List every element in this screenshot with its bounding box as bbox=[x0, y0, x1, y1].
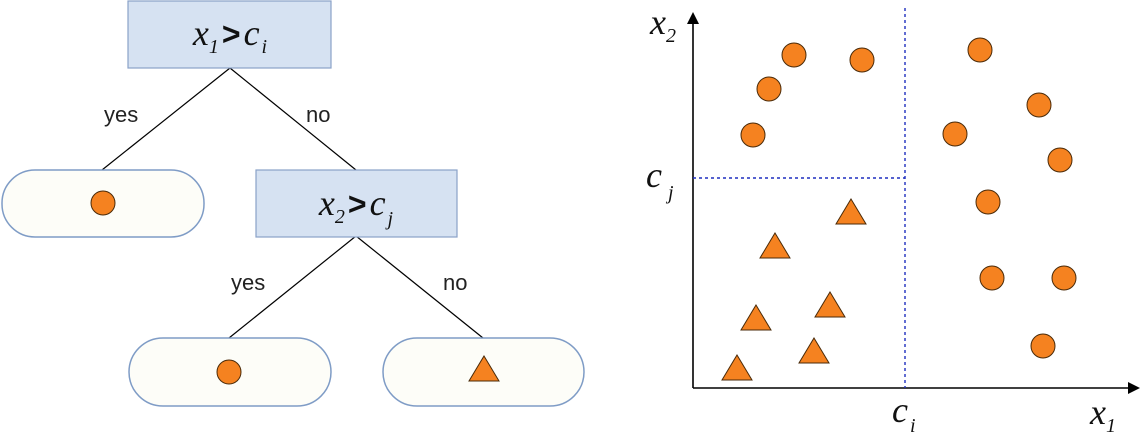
edge-label-root-yes: yes bbox=[104, 102, 138, 127]
edge-label-root-no: no bbox=[306, 102, 330, 127]
tree-edge-split2-yes bbox=[228, 235, 357, 339]
data-point-triangle bbox=[798, 337, 830, 364]
triangle-points bbox=[721, 198, 867, 381]
data-point-circle bbox=[740, 122, 766, 148]
tree-edge-root-no bbox=[229, 67, 357, 171]
leaf-node-1 bbox=[1, 169, 205, 238]
data-point-circle bbox=[1047, 147, 1073, 173]
data-point-circle bbox=[756, 76, 782, 102]
data-point-triangle bbox=[814, 291, 846, 318]
leaf-circle-marker bbox=[90, 190, 116, 216]
tree-edge-split2-no bbox=[355, 235, 484, 339]
data-point-circle bbox=[1051, 265, 1077, 291]
data-point-circle bbox=[1030, 333, 1056, 359]
leaf-circle-marker bbox=[216, 359, 242, 385]
data-point-circle bbox=[781, 42, 807, 68]
data-point-circle bbox=[942, 121, 968, 147]
edge-label-split2-no: no bbox=[443, 270, 467, 295]
x-axis-label: x1 bbox=[1089, 392, 1116, 437]
leaf-node-3 bbox=[382, 337, 585, 407]
data-point-circle bbox=[849, 47, 875, 73]
data-point-triangle bbox=[835, 198, 867, 225]
data-point-circle bbox=[967, 37, 993, 63]
data-point-circle bbox=[1026, 92, 1052, 118]
y-axis-label: x2 bbox=[649, 2, 676, 47]
data-point-triangle bbox=[740, 304, 772, 331]
data-point-triangle bbox=[759, 232, 791, 259]
leaf-triangle-marker bbox=[468, 355, 500, 382]
tree-edge-root-yes bbox=[101, 67, 231, 171]
data-point-triangle bbox=[721, 354, 753, 381]
circle-points bbox=[740, 37, 1077, 359]
edge-label-split2-yes: yes bbox=[231, 270, 265, 295]
data-point-circle bbox=[975, 189, 1001, 215]
leaf-node-2 bbox=[128, 337, 332, 407]
data-point-circle bbox=[979, 265, 1005, 291]
